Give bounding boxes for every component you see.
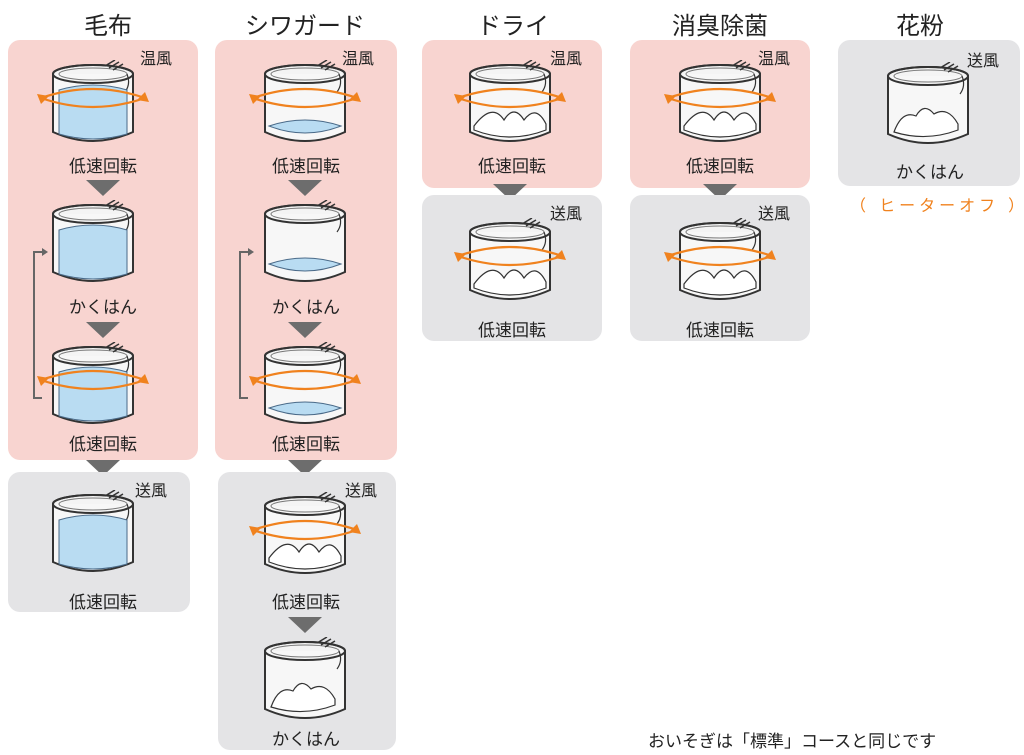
drum-icon: [452, 218, 568, 300]
mode-label: 送風: [758, 204, 791, 223]
course-title-wrinkle-guard: シワガード: [245, 12, 365, 40]
mode-label: 送風: [550, 204, 583, 223]
step-caption: 低速回転: [272, 157, 340, 177]
mode-label: 温風: [342, 49, 375, 68]
step-caption: 低速回転: [69, 435, 137, 455]
mode-label: 温風: [140, 49, 173, 68]
step-caption: 低速回転: [69, 593, 137, 613]
drum-icon: [52, 200, 134, 282]
drum-icon: [247, 492, 363, 574]
course-title-dry: ドライ: [477, 12, 549, 40]
drum-icon: [52, 490, 134, 572]
drum-icon: [247, 342, 363, 424]
drum-icon: [264, 637, 346, 719]
drum-icon: [247, 60, 363, 142]
down-arrow-icon: [288, 617, 322, 633]
step-caption: 低速回転: [478, 321, 546, 341]
heater-off-note: （ ヒーターオフ ）: [850, 196, 1024, 215]
step-caption: 低速回転: [272, 593, 340, 613]
drum-icon: [662, 60, 778, 142]
footer-note: おいそぎは「標準」コースと同じです: [648, 732, 937, 752]
step-caption: 低速回転: [686, 321, 754, 341]
mode-label: 温風: [758, 49, 791, 68]
mode-label: 送風: [135, 481, 168, 500]
step-caption: かくはん: [272, 298, 340, 318]
step-caption: かくはん: [69, 298, 137, 318]
repeat-loop-icon: [33, 248, 48, 399]
drum-icon: [35, 60, 151, 142]
mode-label: 温風: [550, 49, 583, 68]
course-title-pollen: 花粉: [896, 12, 944, 40]
mode-label: 送風: [345, 481, 378, 500]
step-caption: かくはん: [896, 163, 964, 183]
down-arrow-icon: [288, 322, 322, 338]
mode-label: 送風: [967, 51, 1000, 70]
step-caption: 低速回転: [686, 157, 754, 177]
down-arrow-icon: [86, 180, 120, 196]
course-title-blanket: 毛布: [84, 12, 132, 40]
step-caption: かくはん: [272, 730, 340, 750]
drum-icon: [662, 218, 778, 300]
drum-icon: [264, 200, 346, 282]
drum-icon: [452, 60, 568, 142]
drum-icon: [35, 342, 151, 424]
drum-icon: [887, 62, 969, 144]
step-caption: 低速回転: [69, 157, 137, 177]
repeat-loop-icon: [239, 248, 254, 399]
step-caption: 低速回転: [272, 435, 340, 455]
down-arrow-icon: [86, 322, 120, 338]
step-caption: 低速回転: [478, 157, 546, 177]
down-arrow-icon: [288, 180, 322, 196]
course-title-deodorize: 消臭除菌: [672, 12, 768, 40]
